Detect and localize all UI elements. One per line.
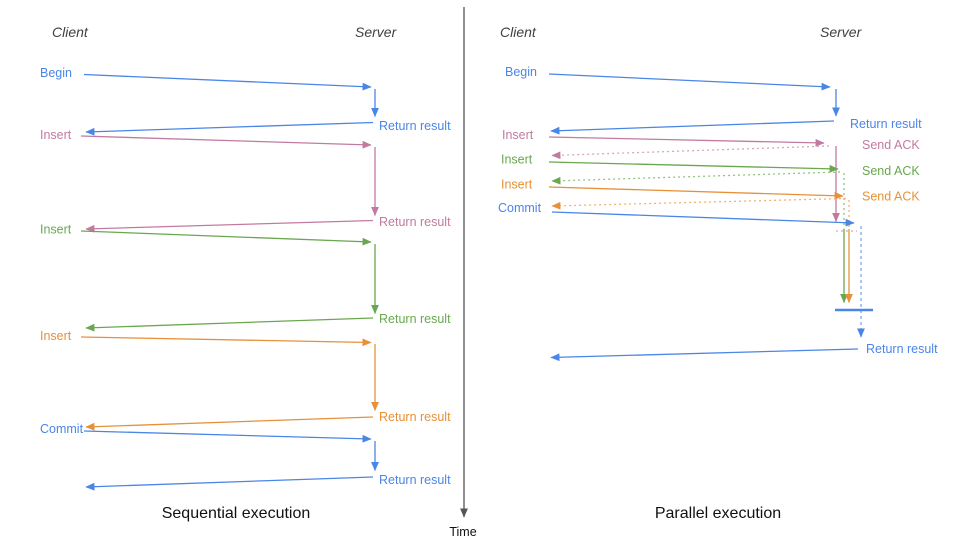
par-op-insert-1: Insert Send ACK xyxy=(502,128,920,223)
request-arrow xyxy=(83,73,372,91)
op-label: Insert xyxy=(501,153,533,167)
op-label: Insert xyxy=(40,329,72,343)
request-arrow xyxy=(80,230,372,246)
seq-op-insert-3: Insert Return result xyxy=(40,329,451,431)
response-arrow xyxy=(85,476,374,491)
seq-op-begin: Begin Return result xyxy=(40,66,451,136)
ack-label: Send ACK xyxy=(862,190,920,204)
op-label: Commit xyxy=(40,422,84,436)
request-arrow xyxy=(551,211,855,227)
response-arrow xyxy=(550,120,835,135)
sequential-panel: Client Server Begin Return result Insert… xyxy=(40,24,451,522)
client-lifeline-label: Client xyxy=(500,24,537,40)
request-arrow xyxy=(548,136,825,147)
ack-label: Send ACK xyxy=(862,164,920,178)
result-label: Return result xyxy=(850,117,922,131)
ack-label: Send ACK xyxy=(862,138,920,152)
op-label: Begin xyxy=(505,65,537,79)
parallel-panel: Client Server Begin Return result Insert… xyxy=(498,24,938,522)
ack-arrow xyxy=(551,171,841,185)
par-op-commit: Commit xyxy=(498,201,873,338)
ack-arrow xyxy=(551,145,830,160)
result-label: Return result xyxy=(379,473,451,487)
response-arrow xyxy=(85,219,374,233)
op-label: Begin xyxy=(40,66,72,80)
result-label: Return result xyxy=(866,342,938,356)
response-arrow xyxy=(85,416,374,431)
panel-title: Parallel execution xyxy=(655,505,781,522)
client-lifeline-label: Client xyxy=(52,24,89,40)
op-label: Insert xyxy=(40,128,72,142)
response-arrow xyxy=(550,348,859,362)
seq-op-commit: Commit Return result xyxy=(40,422,451,491)
request-arrow xyxy=(548,186,844,200)
seq-op-insert-1: Insert Return result xyxy=(40,128,451,233)
par-op-insert-2: Insert Send ACK xyxy=(501,153,920,304)
request-arrow xyxy=(548,73,831,91)
server-lifeline-label: Server xyxy=(820,24,863,40)
op-label: Insert xyxy=(502,128,534,142)
request-arrow xyxy=(548,161,839,173)
result-label: Return result xyxy=(379,312,451,326)
time-axis-label: Time xyxy=(449,525,476,539)
time-axis: Time xyxy=(449,7,477,539)
op-label: Insert xyxy=(501,178,533,192)
par-op-insert-3: Insert Send ACK xyxy=(501,178,920,304)
result-label: Return result xyxy=(379,215,451,229)
seq-op-insert-2: Insert Return result xyxy=(40,223,451,332)
request-arrow xyxy=(83,430,372,443)
server-lifeline-label: Server xyxy=(355,24,398,40)
op-label: Commit xyxy=(498,201,542,215)
result-label: Return result xyxy=(379,119,451,133)
request-arrow xyxy=(80,135,372,149)
request-arrow xyxy=(80,336,372,347)
response-arrow xyxy=(85,317,374,332)
par-final-return: Return result xyxy=(550,342,938,362)
op-label: Insert xyxy=(40,223,72,237)
ack-arrow xyxy=(551,197,847,210)
response-arrow xyxy=(85,121,374,136)
par-op-begin: Begin Return result xyxy=(505,65,922,135)
panel-title: Sequential execution xyxy=(162,505,311,522)
result-label: Return result xyxy=(379,410,451,424)
